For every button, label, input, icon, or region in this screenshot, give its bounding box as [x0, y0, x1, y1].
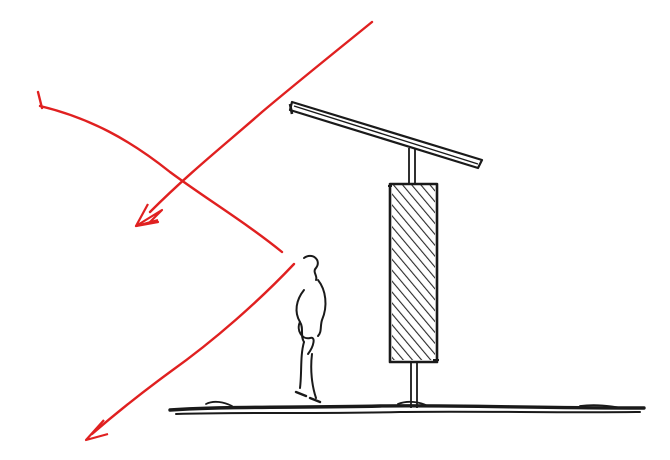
sun-ray-left	[38, 92, 282, 252]
tilted-roof-panel	[290, 102, 482, 168]
person-silhouette	[296, 256, 325, 402]
ground-line	[170, 402, 644, 414]
hatched-panel	[388, 184, 439, 362]
